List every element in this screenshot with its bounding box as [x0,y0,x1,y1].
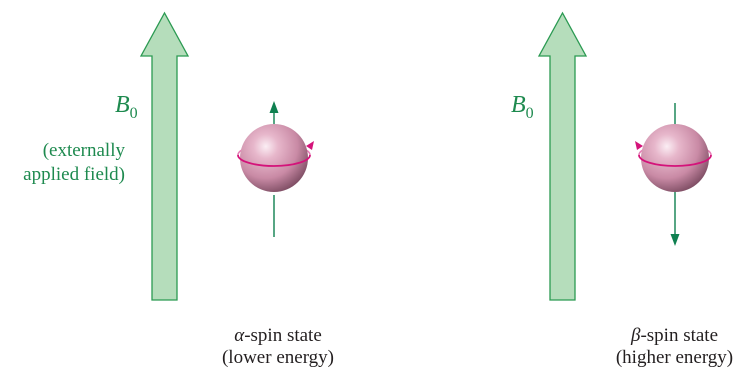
field-symbol: B [115,92,130,118]
beta-loop-arrowhead [635,141,643,150]
alpha-state-caption: α-spin state (lower energy) [205,325,351,369]
field-label-right: B0 [511,93,534,117]
alpha-axis-arrowhead [270,101,279,113]
beta-spin-nucleus [635,103,711,246]
field-note: (externally applied field) [23,139,125,187]
alpha-state-energy: (lower energy) [205,347,351,369]
alpha-state-text: -spin state [244,325,322,346]
beta-axis-arrowhead [671,234,680,246]
field-label-left: B0 [115,93,138,117]
field-note-line2: applied field) [23,163,125,187]
beta-state-name: β-spin state [600,325,749,347]
beta-state-caption: β-spin state (higher energy) [600,325,749,369]
field-note-line1: (externally [23,139,125,163]
beta-state-text: -spin state [640,325,718,346]
beta-sphere [641,124,709,192]
field-symbol: B [511,92,526,118]
alpha-loop-arrowhead [306,141,314,150]
beta-state-energy: (higher energy) [600,347,749,369]
field-subscript: 0 [526,105,534,122]
alpha-spin-nucleus [238,101,314,237]
field-arrow-right [539,13,586,300]
alpha-sphere [240,124,308,192]
field-arrow-left [141,13,188,300]
field-subscript: 0 [130,105,138,122]
alpha-state-name: α-spin state [205,325,351,347]
alpha-symbol: α [234,325,244,346]
